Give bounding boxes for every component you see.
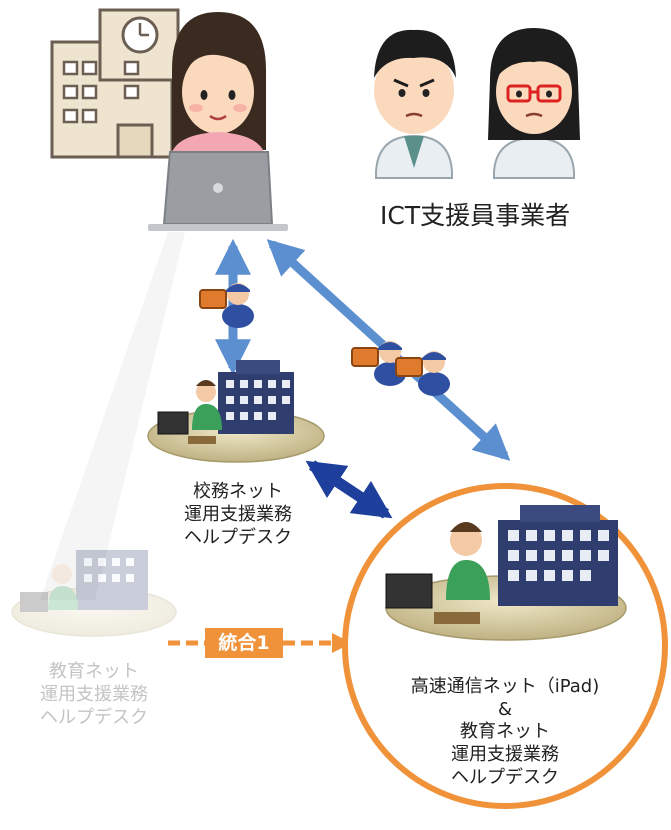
office-building-icon (218, 360, 294, 434)
office-building-icon (498, 505, 618, 606)
integration-tag-box (205, 628, 283, 658)
merged-helpdesk-label: 高速通信ネット（iPad) & 教育ネット 運用支援業務 ヘルプデスク (410, 676, 600, 788)
edu-helpdesk-cluster (11, 550, 177, 637)
faded-beam (40, 232, 185, 600)
ict-vendor-label: ICT支援員事業者 (380, 201, 571, 230)
helpdesk-operator-icon (385, 522, 490, 624)
technician-icon (199, 283, 254, 328)
support-staff-male-icon (374, 29, 456, 179)
arrow-school-merged-helpdesk (305, 460, 393, 519)
technician-icon (395, 351, 450, 396)
school-helpdesk-label: 校務ネット 運用支援業務 ヘルプデスク (184, 481, 292, 549)
helpdesk-operator-icon (157, 380, 222, 444)
edu-helpdesk-label: 教育ネット 運用支援業務 ヘルプデスク (40, 661, 148, 729)
integration-tag: 統合1 (218, 632, 270, 654)
support-staff-female-icon (488, 28, 580, 179)
teacher-with-laptop-icon (148, 12, 288, 231)
school-helpdesk-cluster (147, 360, 325, 463)
school-building-icon (50, 8, 180, 159)
merged-helpdesk-cluster (385, 505, 627, 641)
